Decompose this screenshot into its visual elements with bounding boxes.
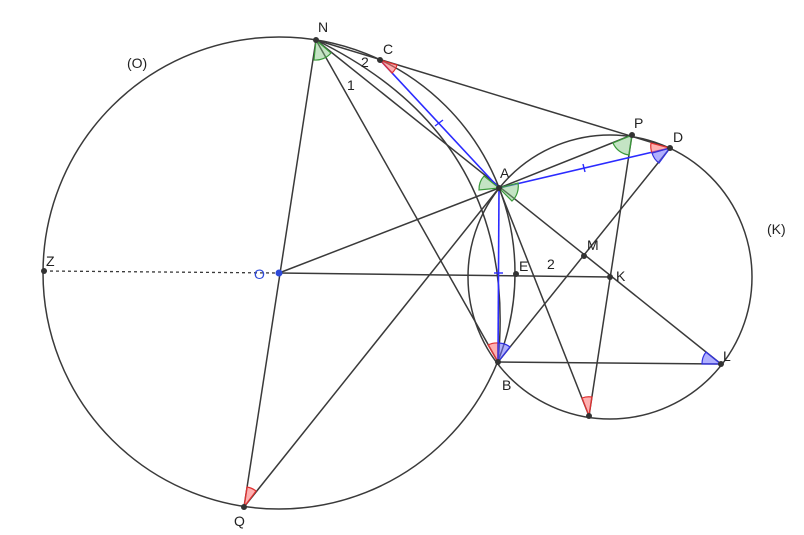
point-b [495, 359, 501, 365]
label-q: Q [234, 513, 245, 529]
label-p: P [634, 115, 643, 131]
tick-ad [582, 163, 586, 173]
label-k: K [616, 268, 626, 284]
segment-bl [497, 361, 722, 365]
point-e [513, 271, 519, 277]
point-a [496, 185, 502, 191]
segment-nl [315, 39, 722, 365]
angle-d-blue [651, 146, 672, 164]
angle-q-red [243, 486, 257, 508]
segment-nd [315, 39, 671, 149]
point-l [718, 361, 724, 367]
segment-zo [43, 270, 280, 274]
label-num-1: 1 [347, 77, 355, 93]
angle-a-right-green [497, 182, 519, 202]
label-c: C [383, 41, 393, 57]
label-e: E [519, 258, 528, 274]
segment-qa [243, 187, 500, 508]
label-num-2-top: 2 [361, 54, 369, 70]
angle-l-blue [701, 351, 723, 365]
label-b: B [502, 377, 511, 393]
angle-b-blue [497, 342, 511, 364]
segment-ca [379, 59, 500, 189]
angle-c-red [378, 58, 398, 74]
label-a: A [500, 165, 510, 181]
label-m: M [587, 237, 599, 253]
segment-ab [497, 187, 500, 363]
label-o: O [254, 266, 265, 282]
arc-nab [315, 39, 501, 363]
tick-ca [434, 119, 444, 127]
segment-a-bottom [498, 187, 590, 417]
label-num-2-mid: 2 [547, 256, 555, 272]
point-bottom [586, 413, 592, 419]
label-circle-o: (O) [127, 55, 147, 71]
point-n [313, 37, 319, 43]
angle-p-green [612, 134, 633, 156]
segment-ok [278, 272, 611, 278]
point-p [629, 132, 635, 138]
point-c [377, 57, 383, 63]
segment-oa [278, 187, 500, 274]
segment-nb [315, 39, 499, 363]
label-d: D [673, 129, 683, 145]
point-o [275, 269, 283, 277]
label-z: Z [46, 253, 55, 269]
label-l: L [723, 348, 731, 364]
angle-a-left-green [478, 175, 501, 191]
label-n: N [318, 19, 328, 35]
point-q [241, 504, 247, 510]
label-circle-k: (K) [767, 221, 786, 237]
angle-bottom-red [581, 396, 593, 419]
segment-ap [498, 134, 633, 189]
point-d [667, 145, 673, 151]
circle-k [467, 134, 753, 420]
point-m [581, 253, 587, 259]
angle-n-green [313, 38, 332, 61]
point-k [607, 274, 613, 280]
point-z [41, 268, 47, 274]
